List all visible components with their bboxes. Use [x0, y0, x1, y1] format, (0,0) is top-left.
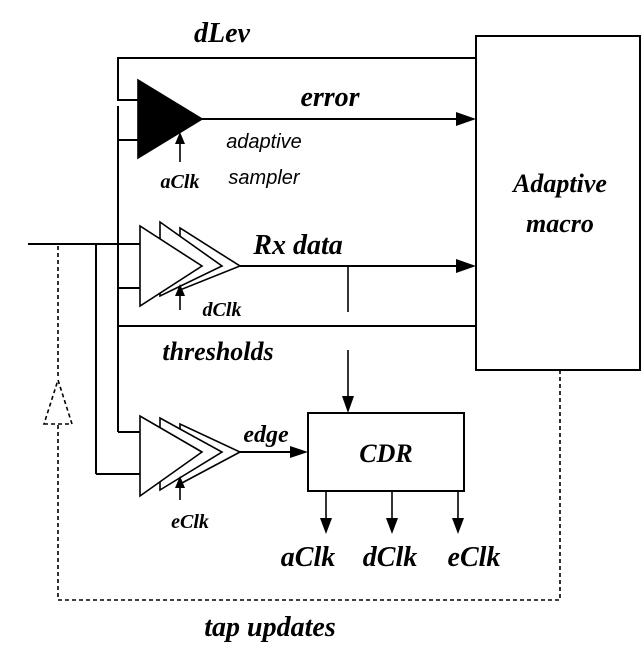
rx-data-to-cdr-arrowhead — [342, 396, 354, 413]
aclk-sampler-clock-arrowhead — [175, 132, 185, 144]
edge-sampler-triangle-1 — [139, 414, 204, 498]
adaptive-sampler-label-line2: sampler — [228, 167, 300, 189]
aclk-sampler-label: aClk — [161, 171, 200, 193]
rx-data-label: Rx data — [252, 230, 342, 261]
out-dclk-label: dClk — [363, 542, 417, 573]
dlev-line — [117, 57, 476, 101]
adaptive-macro-block — [475, 35, 641, 371]
out-dclk-arrowhead — [386, 518, 398, 534]
thresholds-label: thresholds — [162, 337, 273, 366]
edge-label: edge — [243, 422, 289, 448]
out-aclk-label: aClk — [281, 542, 335, 573]
tap-updates-line — [57, 370, 561, 601]
tap-updates-buffer-triangle — [42, 377, 74, 425]
cdr-label: CDR — [359, 439, 412, 468]
error-label: error — [300, 82, 360, 113]
out-eclk-arrowhead — [452, 518, 464, 534]
out-eclk-label: eClk — [448, 542, 501, 573]
dclk-sampler-clock-arrowhead — [175, 284, 185, 296]
dlev-label: dLev — [194, 18, 251, 49]
eclk-sampler-clock-arrowhead — [175, 476, 185, 488]
adaptive-sampler-triangle — [137, 78, 204, 160]
tap-updates-label: tap updates — [204, 612, 336, 643]
out-aclk-arrowhead — [320, 518, 332, 534]
cdr-block — [307, 412, 465, 492]
edge-arrowhead — [290, 446, 308, 458]
eclk-sampler-label: eClk — [171, 511, 209, 533]
rx-data-arrowhead — [456, 259, 476, 273]
data-sampler-triangle-1 — [139, 224, 204, 308]
adaptive-sampler-label-line1: adaptive — [226, 131, 302, 153]
dclk-sampler-label: dClk — [203, 299, 242, 321]
adaptive-macro-label-line2: macro — [526, 209, 594, 238]
error-arrowhead — [456, 112, 476, 126]
adaptive-macro-label-line1: Adaptive — [511, 169, 607, 198]
